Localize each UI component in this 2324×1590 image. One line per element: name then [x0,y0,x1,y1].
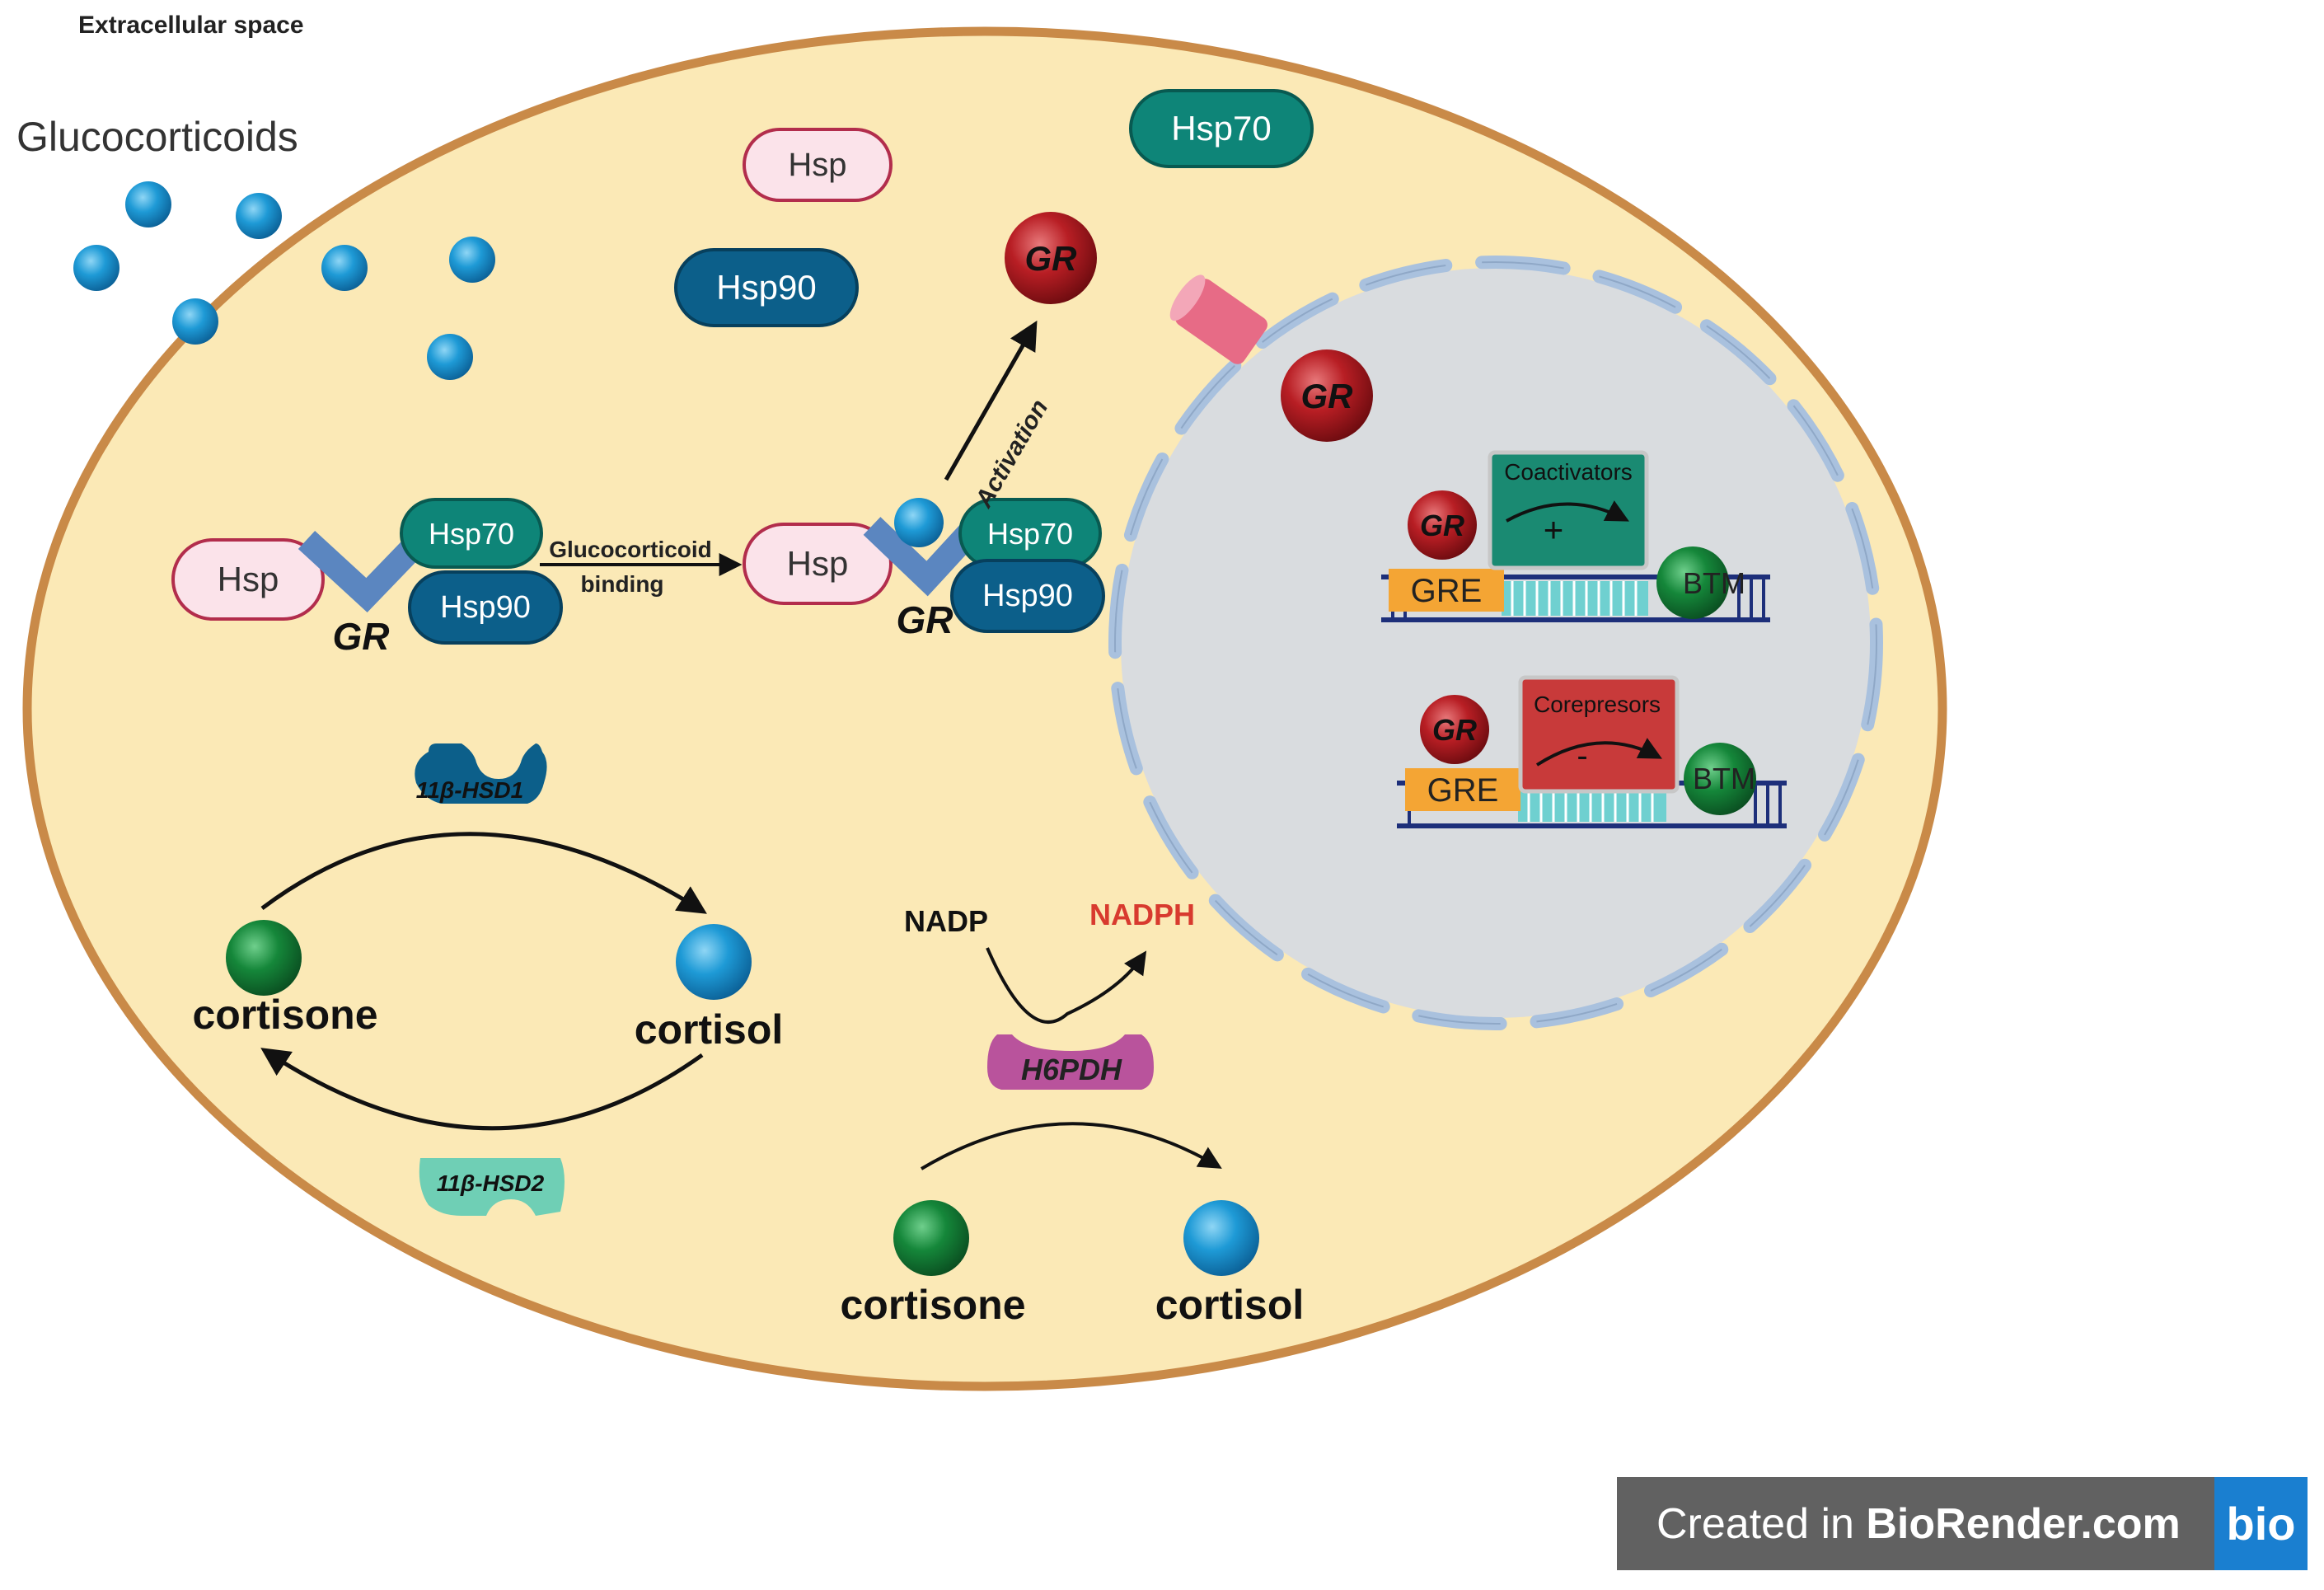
svg-text:Coactivators: Coactivators [1504,459,1633,485]
gre-box [1389,569,1504,612]
svg-text:Corepresors: Corepresors [1534,692,1661,717]
gr-hsp-complex-inactive: Hsp Hsp70 Hsp90 GR [171,498,563,658]
svg-text:Hsp90: Hsp90 [982,579,1073,613]
glucocorticoid-molecule [427,334,473,380]
cortisol-molecule-h6pdh: cortisol [1155,1200,1305,1328]
glucocorticoids-label: Glucocorticoids [16,114,298,160]
glucocorticoid-binding-label-2: binding [580,571,663,597]
cortisol-molecule-cycle: cortisol [635,924,784,1053]
gene-activation-complex: GRE GR Coactivators + BTM [1381,450,1770,622]
biorender-logo-icon: bio [2214,1477,2308,1570]
gre-label: GRE [1411,573,1483,609]
svg-text:GR: GR [1025,239,1078,278]
nucleus [1121,268,1871,1018]
gr-bound-gre: GR [1420,695,1489,764]
gre-box [1405,768,1520,811]
svg-text:cortisone: cortisone [840,1282,1025,1328]
h6pdh-conversion-arrow [920,1122,1222,1170]
btm-sphere: BTM [1656,546,1745,619]
hsd1-enzyme: 11β-HSD1 [415,743,547,804]
svg-text:Hsp90: Hsp90 [716,268,816,307]
hsd2-enzyme: 11β-HSD2 [419,1158,565,1216]
gre-label: GRE [1427,772,1499,809]
svg-text:H6PDH: H6PDH [1021,1053,1122,1086]
svg-text:+: + [1544,510,1564,549]
svg-text:BTM: BTM [1693,762,1755,795]
nuclear-envelope-outline [1114,261,1877,1025]
gr-activated-cytoplasm: GR [1005,212,1097,304]
glucocorticoid-molecule [236,193,282,239]
cortisone-molecule-h6pdh: cortisone [840,1200,1026,1328]
nuclear-pore [1169,274,1267,364]
svg-text:Hsp70: Hsp70 [987,517,1073,551]
glucocorticoid-molecule [73,245,119,291]
svg-text:GR: GR [1432,713,1477,747]
svg-text:Hsp: Hsp [218,560,279,598]
nadp-label: NADP [904,904,988,938]
svg-text:GR: GR [333,615,390,658]
btm-sphere: BTM [1684,743,1756,815]
svg-text:Hsp70: Hsp70 [1171,109,1271,148]
biorender-badge-text: Created in BioRender.com [1617,1477,2214,1570]
svg-text:Hsp: Hsp [787,544,849,583]
biorender-badge: Created in BioRender.com bio [1617,1477,2308,1570]
svg-text:BTM: BTM [1683,566,1745,600]
extracellular-space-label: Extracellular space [78,12,304,39]
svg-text:GR: GR [897,598,953,641]
nadp-to-nadph-arrow [986,947,1147,1024]
svg-text:11β-HSD2: 11β-HSD2 [437,1170,545,1196]
badge-prefix: Created in [1656,1499,1854,1548]
glucocorticoid-molecule [125,181,171,227]
glucocorticoid-molecule [449,237,495,283]
hsd1-arrow [260,832,707,914]
svg-text:cortisol: cortisol [635,1006,784,1053]
svg-text:-: - [1577,738,1587,774]
glucocorticoid-molecules [73,181,495,380]
corepressors-box: Corepresors - [1518,675,1680,794]
cortisone-molecule-cycle: cortisone [192,920,378,1038]
svg-text:Hsp70: Hsp70 [429,517,514,551]
svg-text:Hsp90: Hsp90 [440,590,531,625]
gene-repression-complex: GRE GR Corepresors - BTM [1397,675,1787,828]
svg-text:cortisone: cortisone [192,992,377,1038]
nadph-label: NADPH [1089,898,1195,931]
gr-bound-gre: GR [1408,490,1477,560]
free-hsp90-pill: Hsp90 [674,248,859,327]
activation-arrow [944,320,1038,481]
bound-glucocorticoid [894,498,944,547]
coactivators-box: Coactivators + [1488,450,1649,570]
gr-nuclear: GR [1281,349,1373,442]
free-hsp-pill: Hsp [743,128,893,202]
svg-text:GR: GR [1420,509,1464,542]
svg-text:Hsp: Hsp [788,147,846,183]
svg-text:11β-HSD1: 11β-HSD1 [416,777,523,803]
svg-text:GR: GR [1301,377,1354,415]
glucocorticoid-binding-label-1: Glucocorticoid [549,537,712,562]
free-hsp70-pill: Hsp70 [1129,89,1314,168]
glucocorticoid-molecule [172,298,218,345]
gr-hsp-complex-bound: Hsp Hsp70 Hsp90 GR [743,498,1105,641]
badge-brand: BioRender.com [1866,1499,2181,1548]
h6pdh-enzyme: H6PDH [987,1034,1154,1090]
hsd2-arrow [260,1048,704,1131]
glucocorticoid-molecule [321,245,368,291]
svg-text:cortisol: cortisol [1155,1282,1305,1328]
